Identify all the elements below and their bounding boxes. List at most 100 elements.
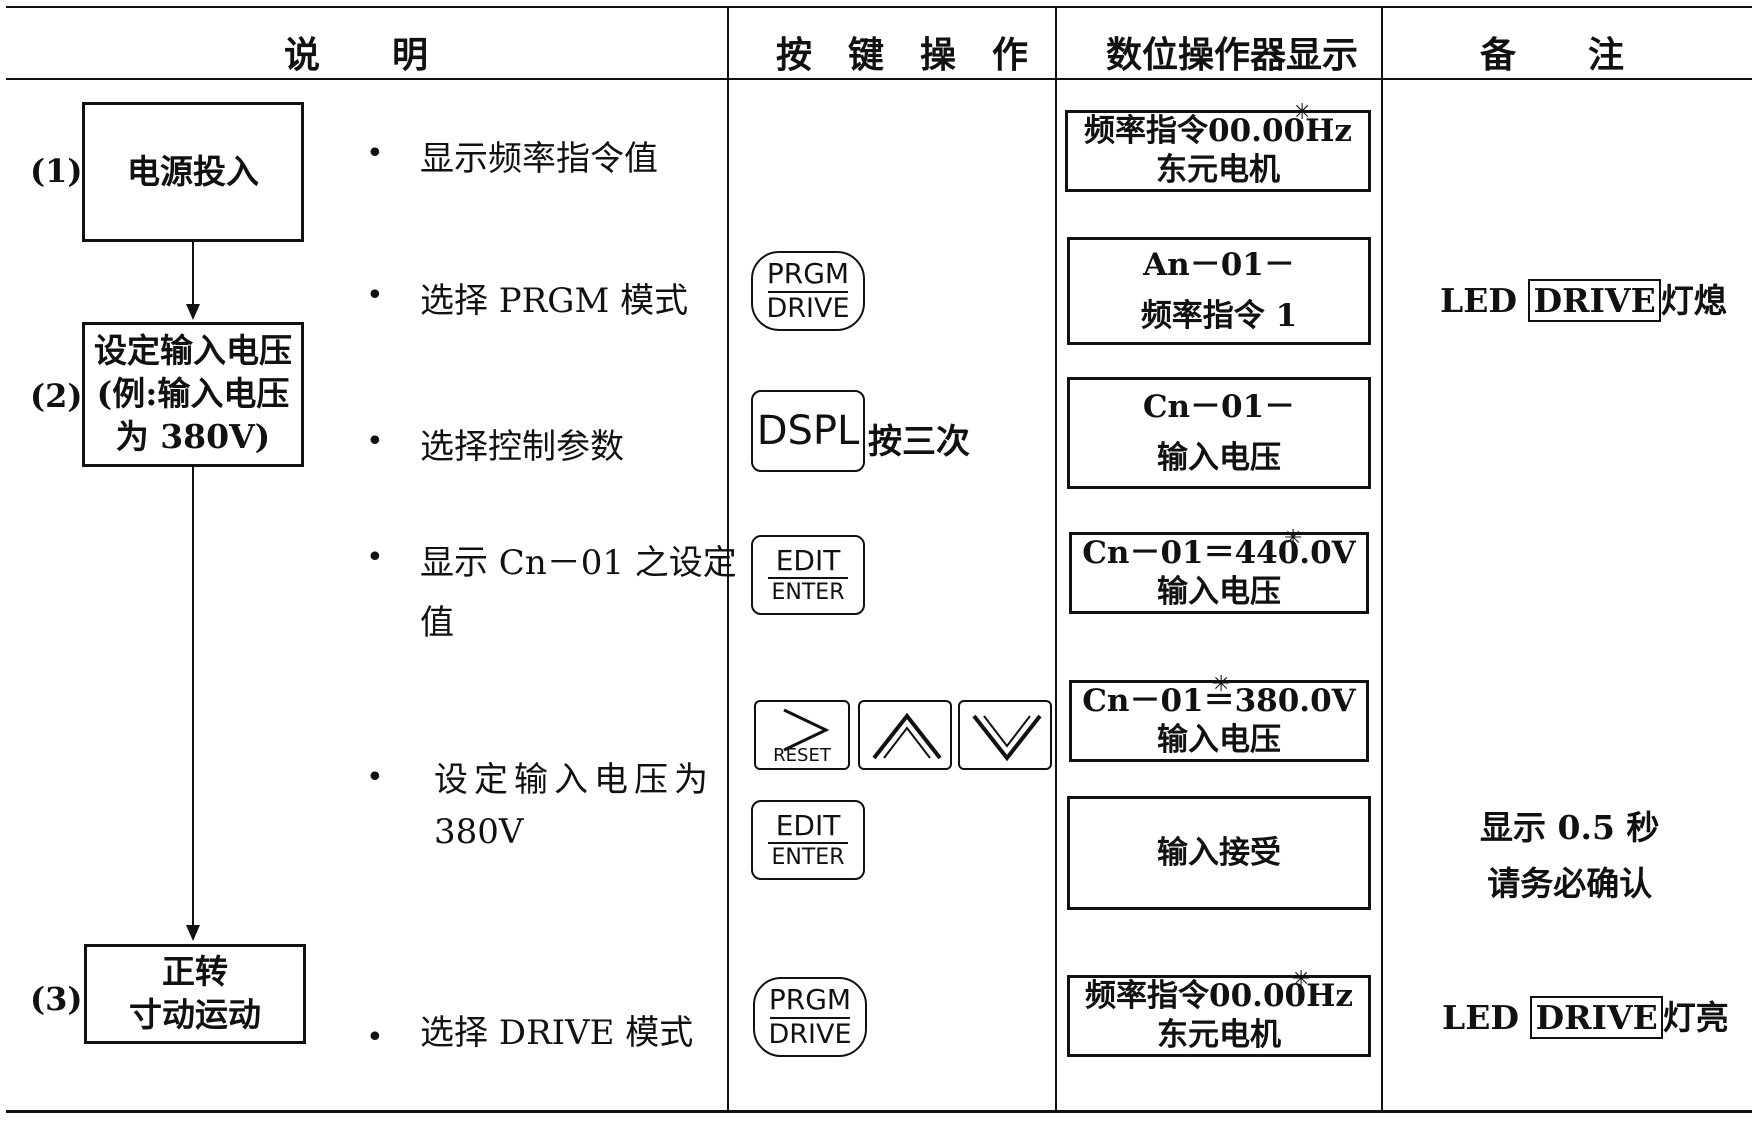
step-2-number: (2) — [30, 377, 83, 415]
flow-box-power-on: 电源投入 — [82, 102, 304, 242]
header-display: 数位操作器显示 — [1106, 34, 1359, 76]
display-line: 输入接受 — [1157, 834, 1281, 871]
display-cn01-440v: Cn－01＝440.0V 输入电压 ✳ — [1069, 526, 1369, 614]
display-line: 频率指令 1 — [1140, 298, 1298, 334]
display-cn01-380v: Cn－01＝380.0V 输入电压 ✳ — [1069, 672, 1369, 762]
remark-led-state: 灯熄 — [1660, 281, 1727, 320]
flow-box-line: (例:输入电压 — [96, 374, 290, 414]
bullet: • — [366, 760, 384, 795]
step-1-number: (1) — [30, 152, 83, 190]
edit-enter-key[interactable]: EDIT ENTER — [751, 800, 865, 880]
bullet: • — [366, 136, 384, 171]
flow-box-line: 设定输入电压 — [94, 331, 292, 371]
remark-led-state: 灯亮 — [1662, 998, 1729, 1037]
step-3-number: (3) — [30, 980, 83, 1018]
desc-show-frequency: 显示频率指令值 — [420, 139, 658, 179]
display-frequency-reference: 频率指令00.00Hz 东元电机 ✳ — [1065, 100, 1371, 192]
desc-set-voltage-line2: 380V — [434, 812, 524, 852]
bullet: • — [366, 278, 384, 313]
column-divider-2 — [1055, 6, 1057, 1112]
display-cn01: Cn－01－ 输入电压 — [1067, 377, 1371, 489]
blink-indicator-icon: ✳ — [1284, 526, 1303, 551]
remark-line: 显示 0.5 秒 — [1480, 808, 1660, 847]
bullet: • — [366, 540, 384, 575]
table-bottom-rule — [6, 1110, 1752, 1113]
blink-indicator-icon: ✳ — [1212, 672, 1231, 697]
display-line: 频率指令00.00Hz — [1084, 113, 1352, 150]
down-arrow-icon — [972, 714, 1042, 762]
key-label-top: PRGM — [766, 257, 850, 291]
header-description: 说 明 — [284, 34, 429, 76]
up-key[interactable] — [858, 700, 952, 770]
display-line: Cn－01＝380.0V — [1082, 683, 1356, 720]
remark-line: 请务必确认 — [1487, 864, 1653, 904]
key-label-bottom: DRIVE — [766, 292, 850, 324]
key-label-top: PRGM — [768, 983, 852, 1017]
header-bottom-rule — [6, 78, 1752, 80]
prgm-drive-key[interactable]: PRGM DRIVE — [751, 251, 865, 331]
display-an01: An－01－ 频率指令 1 — [1067, 237, 1371, 345]
flow-arrow-down-icon — [186, 304, 200, 320]
prgm-drive-key[interactable]: PRGM DRIVE — [753, 977, 867, 1057]
key-divider — [768, 842, 848, 845]
display-line: 东元电机 — [1156, 152, 1280, 188]
bullet: • — [366, 424, 384, 459]
display-line: 频率指令00.00Hz — [1085, 978, 1353, 1015]
flow-box-line: 寸动运动 — [129, 995, 261, 1034]
desc-select-parameter: 选择控制参数 — [420, 427, 624, 467]
dspl-key[interactable]: DSPL — [751, 390, 865, 472]
key-divider — [768, 290, 848, 293]
blink-indicator-icon: ✳ — [1292, 967, 1311, 992]
flow-box-line: 为 380V) — [115, 416, 271, 456]
desc-set-voltage-line1: 设定输入电压为 — [434, 760, 714, 800]
desc-show-cn01-line2: 值 — [420, 603, 454, 643]
column-divider-1 — [727, 6, 729, 1112]
remark-display-duration: 显示 0.5 秒 请务必确认 — [1480, 800, 1659, 912]
flow-connector-1 — [192, 242, 194, 304]
reset-key-label: RESET — [773, 745, 831, 766]
flow-connector-2 — [192, 467, 194, 925]
flow-box-line: 电源投入 — [127, 151, 259, 191]
bullet: • — [366, 1020, 384, 1055]
key-label-top: EDIT — [775, 543, 841, 577]
display-line: 输入电压 — [1157, 722, 1281, 758]
remark-led-label: LED — [1442, 998, 1519, 1037]
desc-show-cn01-line1: 显示 Cn－01 之设定 — [420, 543, 737, 583]
display-frequency-reference-return: 频率指令00.00Hz 东元电机 ✳ — [1067, 967, 1371, 1057]
key-label-top: EDIT — [775, 808, 841, 842]
key-label-bottom: DRIVE — [768, 1018, 852, 1050]
key-label: DSPL — [756, 408, 860, 454]
led-drive-indicator: DRIVE — [1530, 996, 1663, 1039]
desc-select-prgm: 选择 PRGM 模式 — [420, 281, 689, 321]
display-line: Cn－01＝440.0V — [1082, 535, 1356, 572]
display-line: Cn－01－ — [1142, 389, 1296, 426]
flow-box-forward-jog: 正转 寸动运动 — [84, 944, 306, 1044]
remark-led-label: LED — [1440, 281, 1517, 320]
flow-box-set-voltage: 设定输入电压 (例:输入电压 为 380V) — [82, 322, 304, 467]
display-line: An－01－ — [1143, 247, 1295, 284]
blink-indicator-icon: ✳ — [1293, 100, 1312, 125]
header-remarks: 备 注 — [1480, 34, 1625, 76]
key-divider — [768, 577, 848, 580]
led-drive-indicator: DRIVE — [1528, 279, 1661, 322]
edit-enter-key[interactable]: EDIT ENTER — [751, 535, 865, 615]
dspl-press-note: 按三次 — [868, 422, 970, 462]
key-divider — [770, 1016, 850, 1019]
column-divider-3 — [1381, 6, 1383, 1112]
right-chevron-icon — [783, 708, 830, 752]
reset-key[interactable]: RESET — [754, 700, 850, 770]
display-line: 输入电压 — [1157, 574, 1281, 610]
flow-box-line: 正转 — [162, 952, 228, 992]
display-line: 东元电机 — [1157, 1017, 1281, 1053]
display-line: 输入电压 — [1157, 440, 1281, 476]
header-key-operation: 按 键 操 作 — [776, 34, 1029, 76]
up-arrow-icon — [872, 712, 942, 760]
flow-arrow-down-icon — [186, 925, 200, 941]
table-top-rule — [6, 6, 1752, 8]
desc-select-drive: 选择 DRIVE 模式 — [420, 1013, 694, 1053]
down-key[interactable] — [958, 700, 1052, 770]
display-input-accepted: 输入接受 — [1067, 796, 1371, 910]
key-label-bottom: ENTER — [771, 845, 845, 871]
